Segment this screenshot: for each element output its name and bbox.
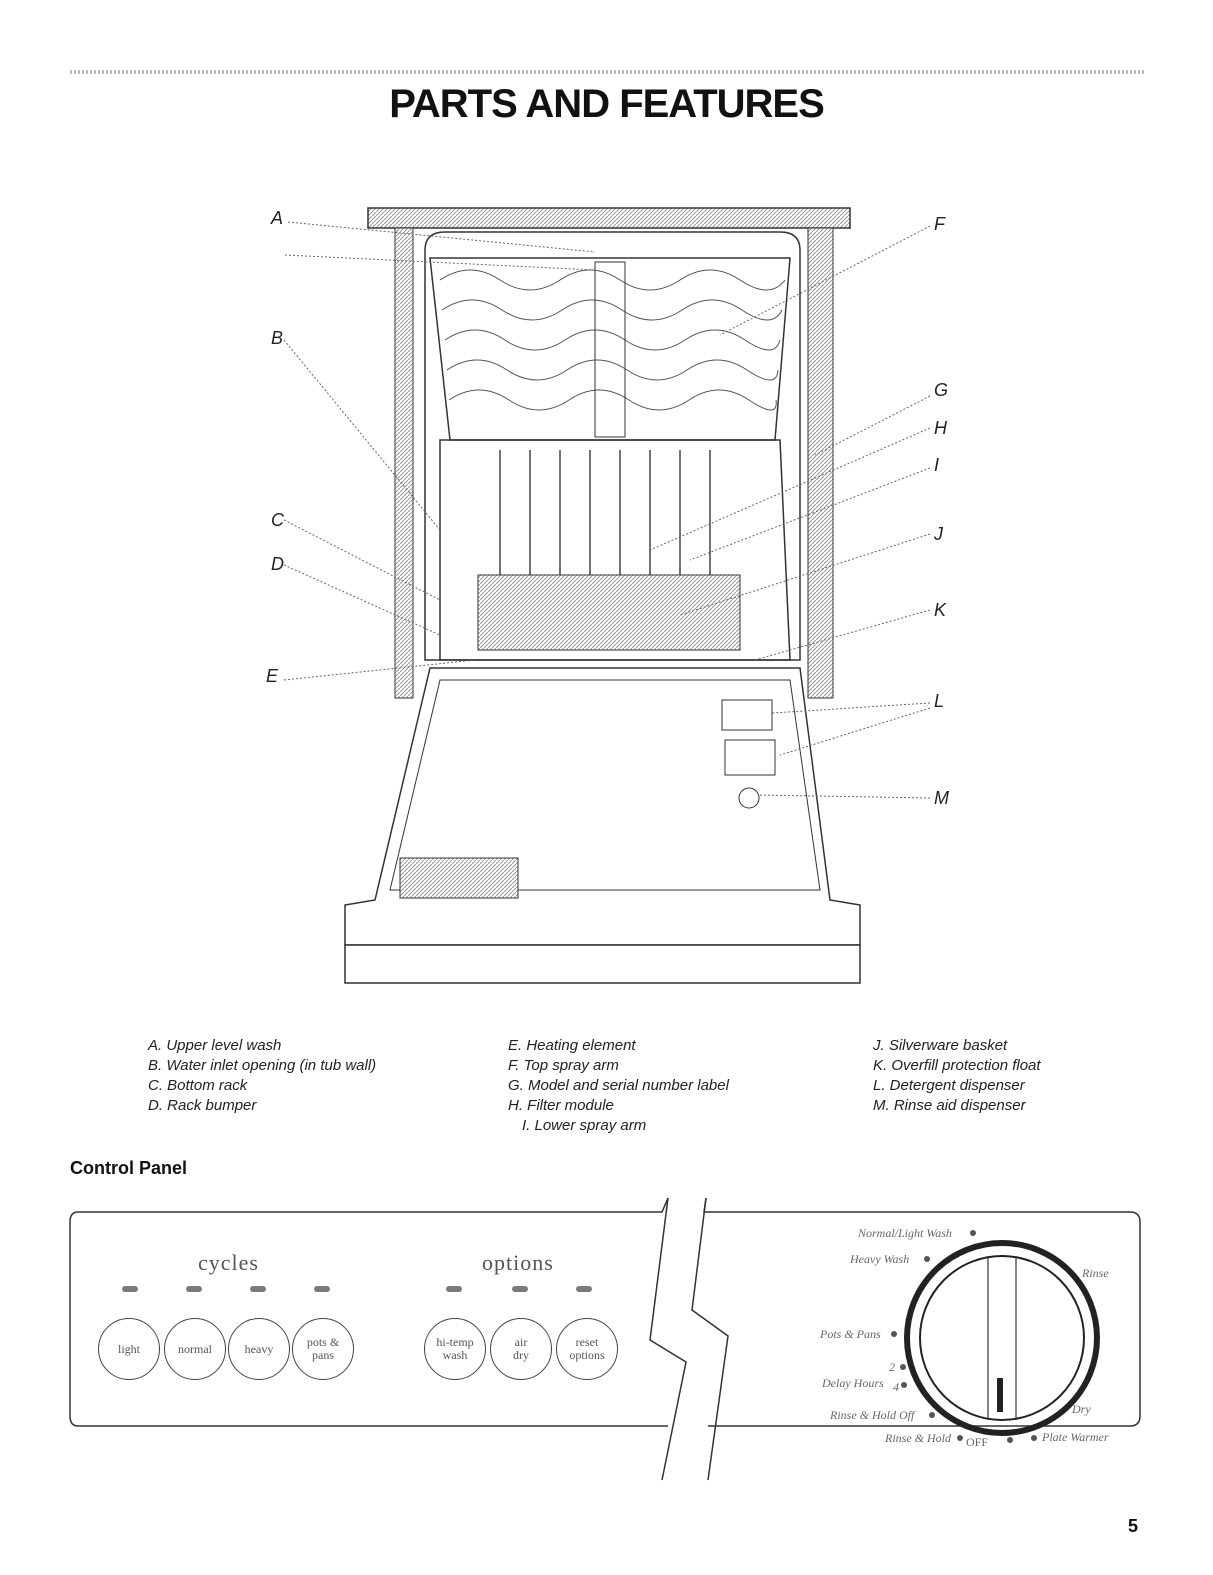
legend-item: E. Heating element — [508, 1037, 636, 1054]
legend-item: I. Lower spray arm — [522, 1117, 647, 1134]
legend-column-2: E. Heating element F. Top spray arm G. M… — [508, 1036, 729, 1136]
hi-temp-wash-button[interactable]: hi-temp wash — [424, 1318, 486, 1380]
dial-label-normal-light-wash: Normal/Light Wash — [858, 1226, 952, 1240]
callout-d: D — [271, 554, 284, 574]
callout-b: B — [271, 328, 284, 348]
cycle-indicator-light — [314, 1286, 330, 1292]
dial-label-rinse-hold-off: Rinse & Hold Off — [830, 1408, 915, 1422]
legend-column-3: J. Silverware basket K. Overfill protect… — [873, 1036, 1041, 1116]
dial-label-dry: Dry — [1072, 1402, 1091, 1416]
dial-label-pots-pans: Pots & Pans — [820, 1327, 881, 1341]
light-cycle-button[interactable]: light — [98, 1318, 160, 1380]
callout-f: F — [934, 214, 945, 234]
legend-item: K. Overfill protection float — [873, 1057, 1041, 1074]
legend-item: B. Water inlet opening (in tub wall) — [148, 1057, 377, 1074]
normal-cycle-button[interactable]: normal — [164, 1318, 226, 1380]
cycle-indicator-light — [250, 1286, 266, 1292]
dial-label-rinse: Rinse — [1082, 1266, 1109, 1280]
callout-g: G — [934, 380, 949, 400]
dial-label-delay-hours: Delay Hours — [822, 1376, 884, 1390]
legend-item: G. Model and serial number label — [508, 1077, 729, 1094]
dial-label-off: OFF — [966, 1435, 989, 1449]
legend-item: J. Silverware basket — [873, 1037, 1008, 1054]
dial-label-heavy-wash: Heavy Wash — [850, 1252, 910, 1266]
option-indicator-light — [446, 1286, 462, 1292]
legend-item: M. Rinse aid dispenser — [873, 1097, 1026, 1114]
option-indicator-light — [512, 1286, 528, 1292]
cycle-indicator-light — [186, 1286, 202, 1292]
dishwasher-illustration — [283, 207, 931, 984]
callout-l: L — [934, 691, 945, 711]
callout-j: J — [934, 524, 943, 544]
legend-item: F. Top spray arm — [508, 1057, 619, 1074]
legend-item: D. Rack bumper — [148, 1097, 257, 1114]
callout-h: H — [934, 418, 947, 438]
heavy-cycle-button[interactable]: heavy — [228, 1318, 290, 1380]
dial-label-plate-warmer: Plate Warmer — [1042, 1430, 1109, 1444]
dial-label-delay-2: 2 — [889, 1360, 895, 1374]
callout-k: K — [934, 600, 947, 620]
control-panel-heading: Control Panel — [70, 1158, 188, 1178]
reset-options-button[interactable]: reset options — [556, 1318, 618, 1380]
legend-item: L. Detergent dispenser — [873, 1077, 1025, 1094]
legend-column-1: A. Upper level wash B. Water inlet openi… — [148, 1036, 376, 1116]
option-indicator-light — [576, 1286, 592, 1292]
callout-m: M — [934, 788, 949, 808]
air-dry-button[interactable]: air dry — [490, 1318, 552, 1380]
dial-label-rinse-hold: Rinse & Hold — [885, 1431, 951, 1445]
legend-item: H. Filter module — [508, 1097, 614, 1114]
callout-i: I — [934, 455, 940, 475]
page-number: 5 — [1128, 1516, 1139, 1536]
legend-item: A. Upper level wash — [148, 1037, 282, 1054]
dial-label-delay-4: 4 — [893, 1380, 899, 1394]
cycles-label: cycles — [198, 1250, 259, 1275]
cycle-indicator-light — [122, 1286, 138, 1292]
options-label: options — [482, 1250, 554, 1275]
control-panel-frame — [69, 1197, 1141, 1481]
callout-a: A — [271, 208, 284, 228]
callout-c: C — [271, 510, 284, 530]
pots-pans-cycle-button[interactable]: pots & pans — [292, 1318, 354, 1380]
page-title: PARTS AND FEATURES — [389, 82, 825, 126]
top-rule — [70, 70, 1146, 74]
legend-item: C. Bottom rack — [148, 1077, 248, 1094]
callout-e: E — [266, 666, 279, 686]
